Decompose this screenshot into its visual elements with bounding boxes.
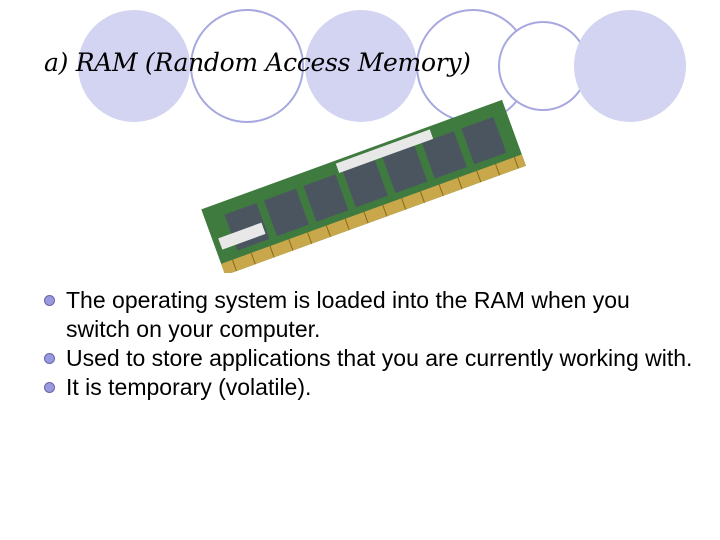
decorative-circles	[78, 9, 686, 123]
bullet-dot-icon	[44, 382, 55, 393]
slide-title: a) RAM (Random Access Memory)	[44, 48, 471, 77]
bullet-item: It is temporary (volatile).	[44, 373, 694, 402]
bullet-dot-icon	[44, 353, 55, 364]
bullet-item: Used to store applications that you are …	[44, 344, 694, 373]
bullet-list: The operating system is loaded into the …	[44, 286, 694, 402]
ram-module-image	[201, 99, 526, 273]
bullet-dot-icon	[44, 295, 55, 306]
bullet-item: The operating system is loaded into the …	[44, 286, 694, 344]
